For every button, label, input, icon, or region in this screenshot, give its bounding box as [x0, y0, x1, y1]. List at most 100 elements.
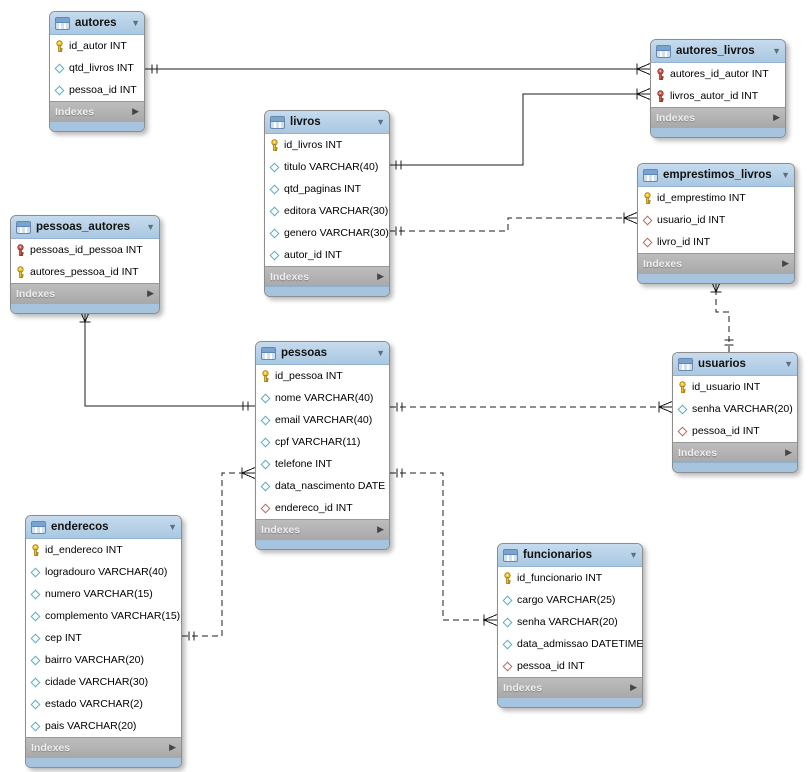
collapse-arrow-icon[interactable]: ▼ [168, 521, 177, 532]
collapse-arrow-icon[interactable]: ▼ [146, 221, 155, 232]
table-field-row[interactable]: id_endereco INT [26, 539, 181, 561]
relationship-line-enderecos-pessoas[interactable] [182, 467, 256, 641]
table-field-row[interactable]: livros_autor_id INT [651, 85, 785, 107]
relationship-line-emprestimos_livros-usuarios[interactable] [710, 278, 734, 352]
expand-arrow-icon[interactable]: ▶ [782, 258, 789, 268]
collapse-arrow-icon[interactable]: ▼ [781, 169, 790, 180]
table-field-row[interactable]: numero VARCHAR(15) [26, 583, 181, 605]
indexes-bar[interactable]: Indexes ▶ [26, 737, 181, 757]
collapse-arrow-icon[interactable]: ▼ [772, 45, 781, 56]
table-field-row[interactable]: usuario_id INT [638, 209, 794, 231]
table-field-row[interactable]: autores_pessoa_id INT [11, 261, 159, 283]
expand-arrow-icon[interactable]: ▶ [132, 106, 139, 116]
expand-arrow-icon[interactable]: ▶ [773, 112, 780, 122]
table-field-row[interactable]: nome VARCHAR(40) [256, 387, 389, 409]
table-field-row[interactable]: pessoa_id INT [673, 420, 797, 442]
table-field-row[interactable]: livro_id INT [638, 231, 794, 253]
table-field-row[interactable]: cep INT [26, 627, 181, 649]
collapse-arrow-icon[interactable]: ▼ [131, 17, 140, 28]
table-field-row[interactable]: autor_id INT [265, 244, 389, 266]
table-field-row[interactable]: pessoas_id_pessoa INT [11, 239, 159, 261]
relationship-line-pessoas_autores-pessoas[interactable] [79, 308, 256, 411]
table-field-row[interactable]: editora VARCHAR(30) [265, 200, 389, 222]
indexes-bar[interactable]: Indexes ▶ [638, 253, 794, 273]
table-field-row[interactable]: bairro VARCHAR(20) [26, 649, 181, 671]
indexes-label: Indexes [656, 111, 696, 124]
indexes-bar[interactable]: Indexes ▶ [256, 519, 389, 539]
expand-arrow-icon[interactable]: ▶ [785, 447, 792, 457]
relationship-line-livros-emprestimos_livros[interactable] [389, 212, 638, 236]
table-field-row[interactable]: qtd_paginas INT [265, 178, 389, 200]
table-field-row[interactable]: pais VARCHAR(20) [26, 715, 181, 737]
indexes-bar[interactable]: Indexes ▶ [265, 266, 389, 286]
table-field-row[interactable]: qtd_livros INT [50, 57, 144, 79]
table-field-row[interactable]: estado VARCHAR(2) [26, 693, 181, 715]
indexes-bar[interactable]: Indexes ▶ [673, 442, 797, 462]
collapse-arrow-icon[interactable]: ▼ [376, 116, 385, 127]
relationship-line-livros-autores_livros[interactable] [389, 88, 651, 170]
table-field-row[interactable]: id_livros INT [265, 134, 389, 156]
table-header[interactable]: enderecos ▼ [26, 516, 181, 539]
table-field-row[interactable]: senha VARCHAR(20) [673, 398, 797, 420]
expand-arrow-icon[interactable]: ▶ [147, 288, 154, 298]
table-field-row[interactable]: endereco_id INT [256, 497, 389, 519]
table-field-row[interactable]: cidade VARCHAR(30) [26, 671, 181, 693]
table-field-row[interactable]: id_funcionario INT [498, 567, 642, 589]
table-field-row[interactable]: pessoa_id INT [50, 79, 144, 101]
table-header[interactable]: usuarios ▼ [673, 353, 797, 376]
table-field-row[interactable]: telefone INT [256, 453, 389, 475]
table-field-row[interactable]: cpf VARCHAR(11) [256, 431, 389, 453]
table-field-row[interactable]: pessoa_id INT [498, 655, 642, 677]
expand-arrow-icon[interactable]: ▶ [630, 682, 637, 692]
expand-arrow-icon[interactable]: ▶ [169, 742, 176, 752]
attribute-diamond-icon [29, 676, 42, 689]
table-field-row[interactable]: data_nascimento DATE [256, 475, 389, 497]
table-header[interactable]: livros ▼ [265, 111, 389, 134]
table-field-row[interactable]: autores_id_autor INT [651, 63, 785, 85]
indexes-bar[interactable]: Indexes ▶ [11, 283, 159, 303]
collapse-arrow-icon[interactable]: ▼ [376, 347, 385, 358]
table-header[interactable]: autores ▼ [50, 12, 144, 35]
table-field-row[interactable]: id_pessoa INT [256, 365, 389, 387]
field-label: editora VARCHAR(30) [284, 205, 389, 217]
relationship-line-autores-autores_livros[interactable] [145, 63, 651, 75]
table-header[interactable]: autores_livros ▼ [651, 40, 785, 63]
table-footer [651, 127, 785, 137]
table-field-row[interactable]: complemento VARCHAR(15) [26, 605, 181, 627]
primary-key-icon [29, 543, 42, 557]
table-field-row[interactable]: logradouro VARCHAR(40) [26, 561, 181, 583]
table-header[interactable]: funcionarios ▼ [498, 544, 642, 567]
relationship-line-pessoas-usuarios[interactable] [390, 401, 673, 413]
table-field-row[interactable]: id_emprestimo INT [638, 187, 794, 209]
indexes-bar[interactable]: Indexes ▶ [651, 107, 785, 127]
table-field-row[interactable]: id_autor INT [50, 35, 144, 57]
relationship-line-pessoas-funcionarios[interactable] [390, 468, 498, 626]
table-header[interactable]: emprestimos_livros ▼ [638, 164, 794, 187]
indexes-bar[interactable]: Indexes ▶ [50, 101, 144, 121]
table-header[interactable]: pessoas ▼ [256, 342, 389, 365]
collapse-arrow-icon[interactable]: ▼ [784, 358, 793, 369]
table-field-row[interactable]: data_admissao DATETIME [498, 633, 643, 655]
table-field-row[interactable]: email VARCHAR(40) [256, 409, 389, 431]
expand-arrow-icon[interactable]: ▶ [377, 271, 384, 281]
expand-arrow-icon[interactable]: ▶ [377, 524, 384, 534]
table-field-row[interactable]: id_usuario INT [673, 376, 797, 398]
table-field-row[interactable]: senha VARCHAR(20) [498, 611, 642, 633]
indexes-bar[interactable]: Indexes ▶ [498, 677, 642, 697]
table-header[interactable]: pessoas_autores ▼ [11, 216, 159, 239]
collapse-arrow-icon[interactable]: ▼ [629, 549, 638, 560]
table-field-row[interactable]: genero VARCHAR(30) [265, 222, 389, 244]
table-field-row[interactable]: cargo VARCHAR(25) [498, 589, 642, 611]
table-field-row[interactable]: titulo VARCHAR(40) [265, 156, 389, 178]
field-label: cep INT [45, 632, 82, 644]
